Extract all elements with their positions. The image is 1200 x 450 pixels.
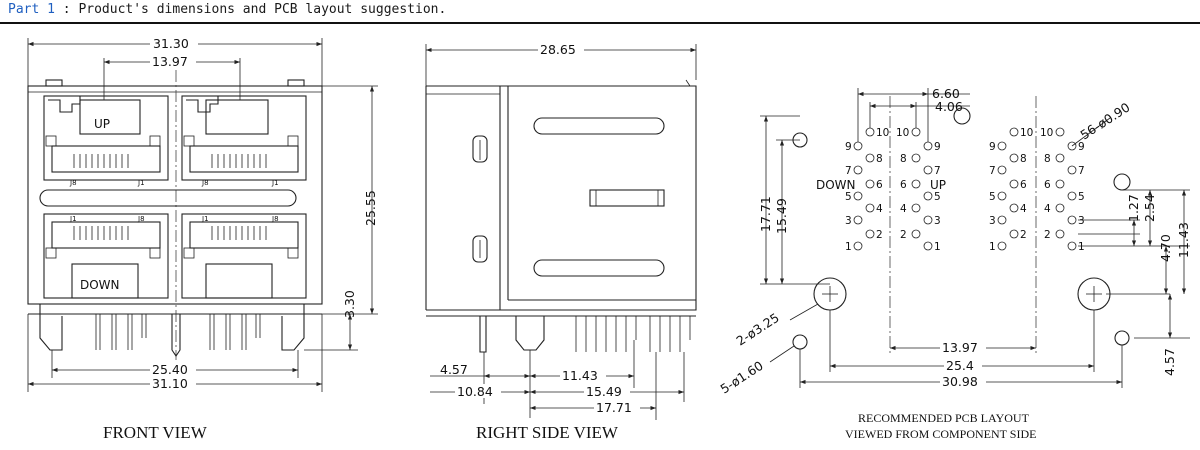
pcb-dim-17-71: 17.71: [758, 196, 773, 232]
label-j1: J1: [271, 179, 279, 187]
page-header: Part 1 : Product's dimensions and PCB la…: [0, 0, 1200, 24]
label-j1: J1: [69, 215, 77, 223]
pin-label: 3: [934, 215, 941, 227]
pin-label: 3: [845, 215, 852, 227]
pin-label: 1: [1078, 241, 1085, 253]
pin-label: 5: [934, 191, 941, 203]
label-j8: J8: [201, 179, 209, 187]
pin-label: 9: [934, 141, 941, 153]
pin-label: 2: [900, 229, 907, 241]
pin-label: 4: [900, 203, 907, 215]
dim-31-10: 31.10: [152, 376, 188, 391]
pcb-holes-5: 5-ø1.60: [717, 358, 765, 397]
pin-label: 2: [876, 229, 883, 241]
pin-group-left: 10 10 9 9 8 8 7 7 6 6 5 5 4 4 3 3 2 2 1 …: [816, 127, 946, 253]
pcb-layout: 10 10 9 9 8 8 7 7 6 6 5 5 4 4 3 3 2 2 1 …: [717, 86, 1191, 441]
pcb-label-down: DOWN: [816, 178, 856, 192]
port-top-right: J8 J1: [181, 95, 307, 187]
pin-label: 9: [1078, 141, 1085, 153]
dim-25-55: 25.55: [363, 190, 378, 226]
pin-label: 10: [896, 127, 909, 139]
dim-10-84: 10.84: [457, 384, 493, 399]
pin-label: 8: [900, 153, 907, 165]
right-side-view: 28.65 4.57 11.43 10.84 15.49 17.71 RIGHT…: [425, 42, 697, 442]
pcb-holes-56: 56-ø0.90: [1077, 99, 1132, 142]
right-side-view-caption: RIGHT SIDE VIEW: [476, 423, 619, 442]
pin-label: 5: [845, 191, 852, 203]
pcb-dim-2-54: 2.54: [1142, 194, 1157, 222]
dim-28-65: 28.65: [540, 42, 576, 57]
pin-label: 2: [1020, 229, 1027, 241]
pin-label: 4: [1044, 203, 1051, 215]
header-part: Part 1: [8, 2, 55, 17]
pcb-dim-4-70: 4.70: [1158, 234, 1173, 262]
label-up: UP: [94, 117, 110, 131]
pcb-dim-1-27: 1.27: [1126, 194, 1141, 222]
pcb-dim-11-43: 11.43: [1176, 222, 1191, 258]
label-j8: J8: [69, 179, 77, 187]
pin-label: 9: [989, 141, 996, 153]
port-bottom-right: J1 J8: [181, 213, 307, 299]
dim-13-97: 13.97: [152, 54, 188, 69]
pin-label: 8: [1044, 153, 1051, 165]
pin-label: 8: [1020, 153, 1027, 165]
dim-25-40: 25.40: [152, 362, 188, 377]
pcb-label-up: UP: [930, 178, 946, 192]
front-view: UP J8 J1 J8 J1 J1 J8 DOWN: [27, 36, 378, 442]
pcb-dim-6-60: 6.60: [932, 86, 960, 101]
pin-label: 4: [1020, 203, 1027, 215]
pcb-caption-line1: RECOMMENDED PCB LAYOUT: [858, 411, 1030, 425]
dim-17-71: 17.71: [596, 400, 632, 415]
dim-15-49: 15.49: [586, 384, 622, 399]
pin-label: 6: [1020, 179, 1027, 191]
dim-4-57: 4.57: [440, 362, 468, 377]
pin-label: 1: [845, 241, 852, 253]
pin-label: 4: [876, 203, 883, 215]
pin-label: 7: [934, 165, 941, 177]
pcb-caption-line2: VIEWED FROM COMPONENT SIDE: [845, 427, 1036, 441]
label-j8: J8: [137, 215, 145, 223]
pin-label: 6: [876, 179, 883, 191]
pcb-dim-15-49: 15.49: [774, 198, 789, 234]
pin-group-right: 10 10 9 9 8 8 7 7 6 6 5 5 4 4 3 3 2 2 1 …: [989, 127, 1085, 253]
pcb-dim-25-4: 25.4: [946, 358, 974, 373]
pin-label: 6: [900, 179, 907, 191]
pin-label: 7: [1078, 165, 1085, 177]
label-down: DOWN: [80, 278, 120, 292]
pin-label: 2: [1044, 229, 1051, 241]
port-top-left: UP J8 J1: [43, 95, 169, 187]
port-bottom-left: J1 J8 DOWN: [43, 213, 169, 299]
label-j8: J8: [271, 215, 279, 223]
pin-label: 7: [989, 165, 996, 177]
header-title: Part 1 : Product's dimensions and PCB la…: [8, 2, 446, 17]
pcb-dim-13-97: 13.97: [942, 340, 978, 355]
pin-label: 3: [989, 215, 996, 227]
led-bar: [39, 189, 297, 207]
pin-label: 9: [845, 141, 852, 153]
pin-label: 5: [989, 191, 996, 203]
pcb-dim-30-98: 30.98: [942, 374, 978, 389]
pcb-dim-4-06: 4.06: [935, 99, 963, 114]
dim-11-43: 11.43: [562, 368, 598, 383]
pin-label: 1: [989, 241, 996, 253]
dim-3-30: 3.30: [342, 290, 357, 318]
pin-label: 10: [1020, 127, 1033, 139]
pcb-holes-2: 2-ø3.25: [733, 310, 781, 349]
front-view-caption: FRONT VIEW: [103, 423, 208, 442]
header-rule: [0, 22, 1200, 24]
pin-label: 1: [934, 241, 941, 253]
label-j1: J1: [137, 179, 145, 187]
dim-31-30: 31.30: [153, 36, 189, 51]
pin-label: 8: [876, 153, 883, 165]
label-j1: J1: [201, 215, 209, 223]
pin-label: 5: [1078, 191, 1085, 203]
pin-label: 10: [876, 127, 889, 139]
pin-label: 10: [1040, 127, 1053, 139]
header-text: : Product's dimensions and PCB layout su…: [54, 2, 447, 17]
pin-label: 7: [845, 165, 852, 177]
pcb-dim-4-57: 4.57: [1162, 348, 1177, 376]
pin-label: 3: [1078, 215, 1085, 227]
pin-label: 6: [1044, 179, 1051, 191]
